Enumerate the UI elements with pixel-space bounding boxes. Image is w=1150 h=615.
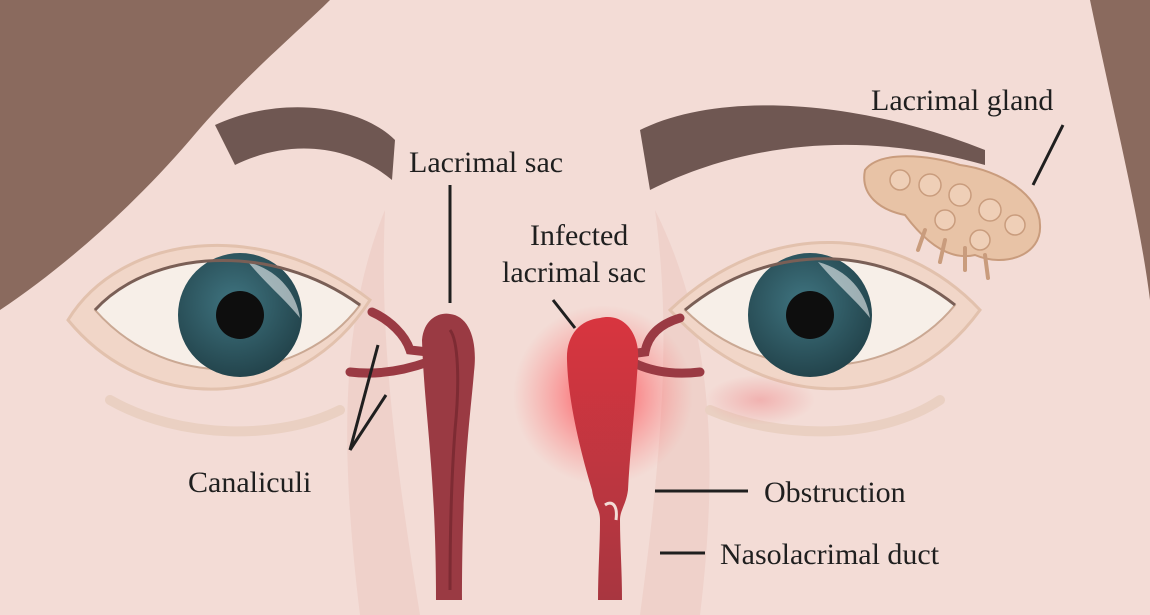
- label-lacrimal-gland: Lacrimal gland: [871, 84, 1053, 117]
- label-canaliculi: Canaliculi: [188, 466, 311, 499]
- label-nasolacrimal-duct: Nasolacrimal duct: [720, 538, 940, 571]
- label-infected-line2: lacrimal sac: [502, 256, 646, 289]
- label-obstruction: Obstruction: [764, 476, 906, 509]
- label-infected-line1: Infected: [530, 219, 628, 252]
- label-lacrimal-sac: Lacrimal sac: [409, 146, 563, 179]
